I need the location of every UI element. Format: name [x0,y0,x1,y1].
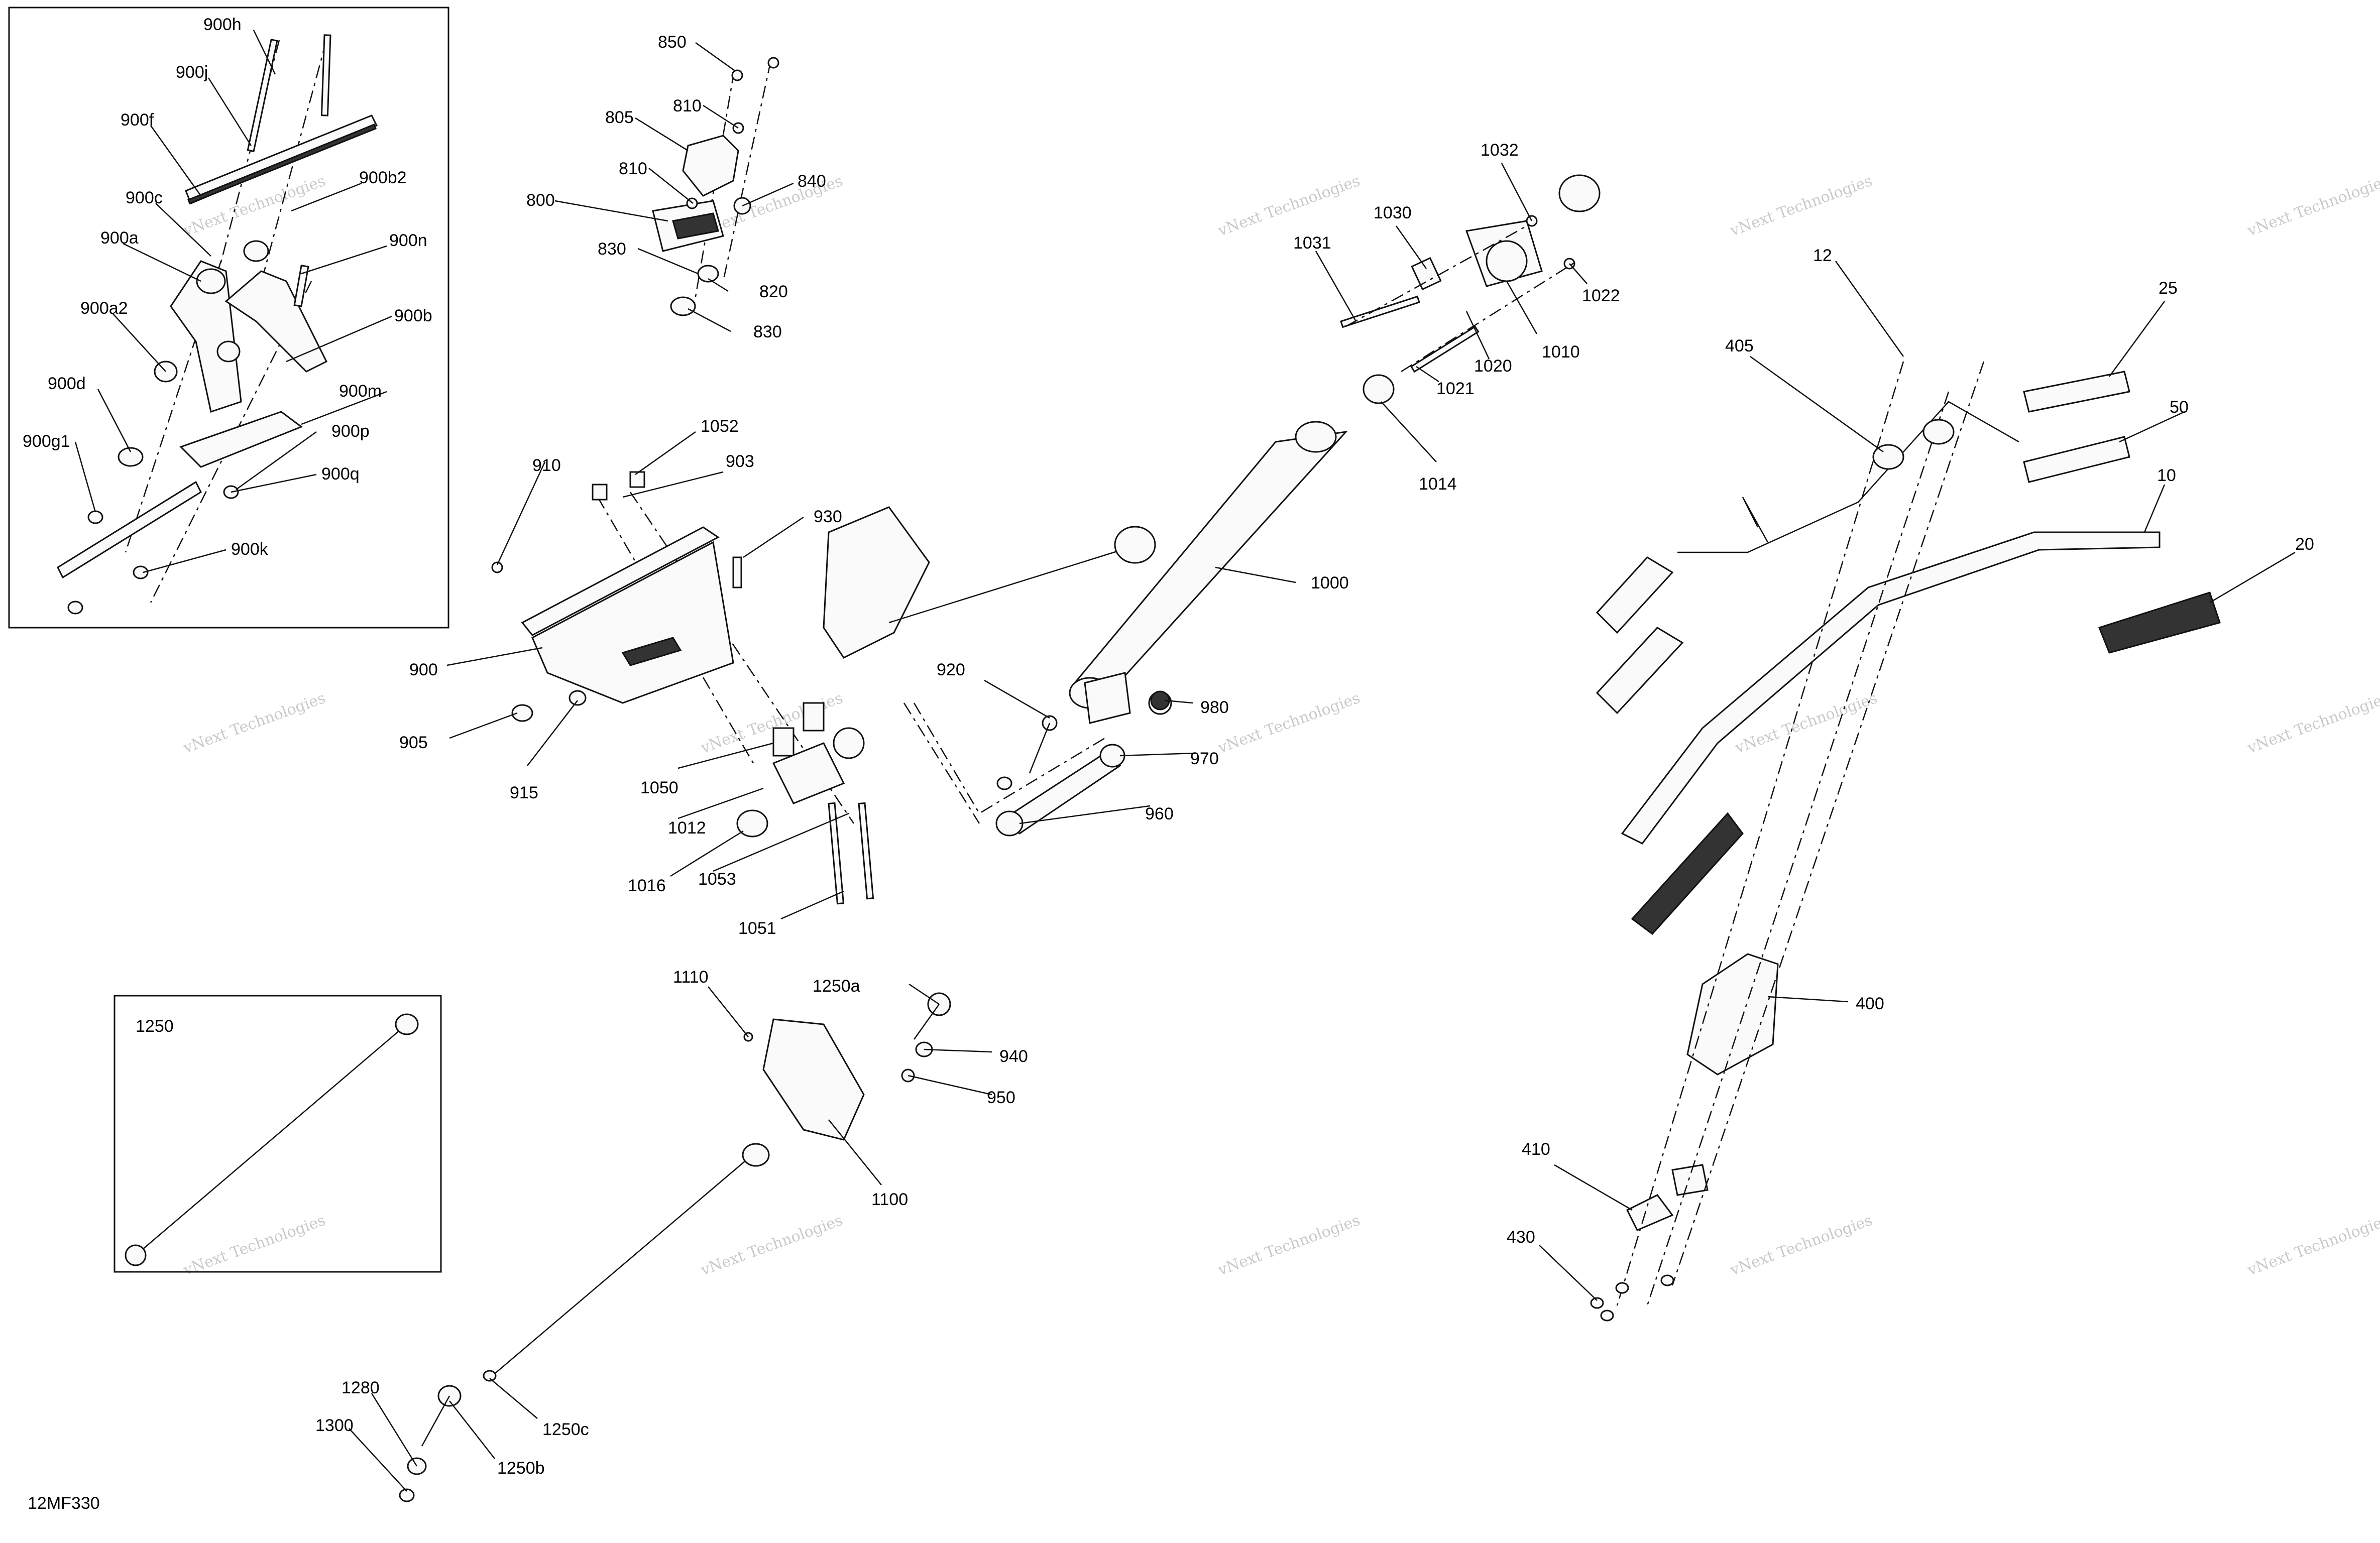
callout-920: 920 [937,660,965,679]
callout-930: 930 [814,507,842,526]
callout-1031: 1031 [1293,233,1331,253]
callout-830a: 830 [598,240,626,259]
callout-900g1: 900g1 [23,432,70,451]
figure-code: 12MF330 [28,1494,100,1513]
callout-20: 20 [2295,535,2314,554]
callout-900n: 900n [389,231,427,250]
callout-900d: 900d [48,374,86,393]
callout-900c: 900c [126,188,163,207]
watermark: vNext Technologies [181,689,328,757]
watermark: vNext Technologies [2245,1212,2380,1279]
inset-frame-1250 [114,995,442,1273]
callout-900q: 900q [321,464,360,484]
watermark: vNext Technologies [1215,689,1363,757]
handlebar-group [1590,361,2221,1322]
callout-1000: 1000 [1311,573,1349,592]
callout-1280: 1280 [342,1378,380,1397]
watermark: vNext Technologies [181,1212,328,1279]
callout-25: 25 [2159,279,2178,298]
callout-1020: 1020 [1474,357,1512,376]
callout-980: 980 [1200,698,1229,717]
watermark: vNext Technologies [1215,172,1363,240]
callout-1110: 1110 [673,968,709,987]
callout-1100: 1100 [871,1190,908,1209]
watermark: vNext Technologies [181,172,328,240]
callout-12: 12 [1813,246,1832,265]
callout-900f: 900f [121,110,154,130]
leader-lines [74,30,2296,1492]
callout-1021: 1021 [1436,379,1475,398]
callout-915: 915 [510,783,538,802]
callout-900k: 900k [231,540,269,559]
callout-810b: 810 [619,159,647,178]
callout-840: 840 [798,172,826,191]
callout-900h: 900h [203,15,242,34]
bracket-assembly-inset [57,34,378,615]
callout-1016: 1016 [628,876,666,895]
callout-900m: 900m [339,382,382,401]
callout-900a2: 900a2 [80,299,128,318]
callout-830b: 830 [753,322,782,341]
watermark: vNext Technologies [2245,689,2380,757]
callout-910: 910 [532,456,561,475]
watermark: vNext Technologies [698,1212,845,1279]
callout-10: 10 [2157,466,2176,485]
callout-1250c: 1250c [542,1420,589,1439]
inset-1250-title: 1250 [136,1017,174,1036]
callout-950: 950 [987,1088,1015,1107]
callout-800: 800 [526,191,555,210]
callout-1250a: 1250a [813,977,860,996]
watermark: vNext Technologies [1215,1212,1363,1279]
callout-960: 960 [1145,804,1174,823]
callout-900: 900 [409,660,438,679]
callout-970: 970 [1190,749,1219,768]
switch-800-group [652,57,779,316]
callout-900a: 900a [100,228,139,248]
callout-405: 405 [1725,336,1754,355]
callout-900b: 900b [394,306,432,325]
callout-1053: 1053 [698,870,736,889]
callout-410: 410 [1522,1140,1550,1159]
callout-810a: 810 [673,96,702,115]
lower-link-1250-group [125,992,951,1502]
callout-400: 400 [1856,994,1884,1013]
callout-430: 430 [1507,1228,1535,1247]
callout-1300: 1300 [315,1416,354,1435]
callout-900b2: 900b2 [359,168,407,187]
callout-820: 820 [759,282,788,301]
callout-1010: 1010 [1542,342,1580,362]
steering-column-1000-group [995,174,1601,837]
callout-1250b: 1250b [497,1459,545,1478]
watermark-layer: vNext Technologies vNext Technologies vN… [181,172,2380,1279]
main-bracket-900-group [491,471,1156,905]
callout-850: 850 [658,33,687,52]
callout-903: 903 [726,452,754,471]
callout-1032: 1032 [1481,141,1519,160]
callout-1014: 1014 [1419,474,1457,494]
callout-1052: 1052 [701,417,739,436]
watermark: vNext Technologies [1728,172,1875,240]
callout-1030: 1030 [1374,203,1412,222]
callout-1022: 1022 [1582,286,1620,305]
watermark: vNext Technologies [1728,1212,1875,1279]
callout-1051: 1051 [738,919,776,938]
callout-900j: 900j [176,63,208,82]
callout-940: 940 [999,1047,1028,1066]
watermark: vNext Technologies [2245,172,2380,240]
callout-1050: 1050 [640,778,678,797]
callout-905: 905 [399,733,428,752]
callout-900p: 900p [331,422,370,441]
callout-labels: 900h 900j 900f 900c 900b2 900a 900n 900a… [23,15,2314,1478]
callout-1012: 1012 [668,818,706,838]
callout-50: 50 [2170,398,2189,417]
inset-frame-900 [8,7,449,629]
callout-805: 805 [605,108,634,127]
